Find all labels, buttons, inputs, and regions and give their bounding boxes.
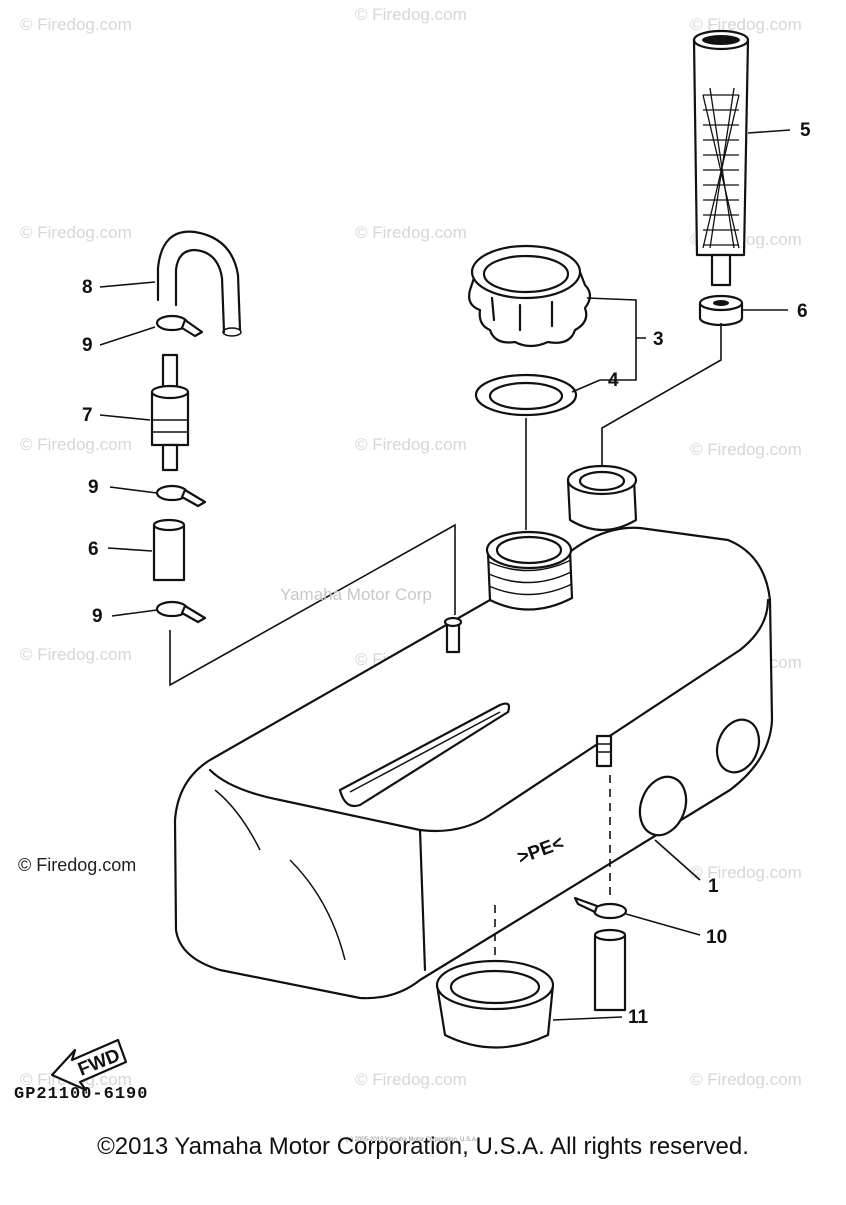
part-6-short-hose bbox=[152, 518, 186, 582]
part-7-fuel-filter bbox=[150, 353, 190, 472]
part-5-grommet bbox=[698, 294, 744, 327]
watermark: © Firedog.com bbox=[20, 645, 132, 664]
watermark: © Firedog.com bbox=[355, 1070, 467, 1089]
callout-label: 3 bbox=[653, 329, 664, 350]
tiny-credit: (c) 2005-2013 Yamaha Motor Corporation, … bbox=[346, 1137, 478, 1143]
watermark: © Firedog.com bbox=[690, 440, 802, 459]
callout-label: 7 bbox=[82, 405, 93, 426]
callout-label: 4 bbox=[608, 370, 619, 391]
part-11-ring bbox=[435, 959, 555, 1049]
callout-label: 10 bbox=[706, 927, 727, 948]
watermark: © Firedog.com bbox=[690, 863, 802, 882]
callout-label: 6 bbox=[797, 301, 808, 322]
left-credit: © Firedog.com bbox=[18, 855, 137, 875]
watermark: © Firedog.com bbox=[355, 435, 467, 454]
part-4-strainer bbox=[692, 29, 750, 287]
watermark: © Firedog.com bbox=[20, 435, 132, 454]
callout-label: 9 bbox=[82, 335, 93, 356]
watermark: © Firedog.com bbox=[690, 15, 802, 34]
part-9-clamp-middle bbox=[155, 484, 207, 508]
part-10-clamp bbox=[573, 896, 628, 920]
callout-label: 6 bbox=[88, 539, 99, 560]
part-8-hose bbox=[156, 230, 242, 337]
callout-label: 8 bbox=[82, 277, 93, 298]
copyright-notice: ©2013 Yamaha Motor Corporation, U.S.A. A… bbox=[97, 1133, 749, 1160]
hose-stub bbox=[593, 928, 627, 1012]
callout-label: 1 bbox=[708, 876, 719, 897]
callout-label: 9 bbox=[92, 606, 103, 627]
center-watermark: Yamaha Motor Corp bbox=[280, 585, 432, 604]
watermark: © Firedog.com bbox=[355, 223, 467, 242]
part-1-tank: >PE< bbox=[173, 464, 774, 1000]
part-3-gasket bbox=[474, 373, 578, 417]
assembly-lines bbox=[169, 323, 722, 958]
callout-label: 9 bbox=[88, 477, 99, 498]
part-2-tank-cap bbox=[468, 244, 592, 348]
diagram-code: GP21100-6190 bbox=[14, 1085, 149, 1104]
watermark: © Firedog.com bbox=[355, 5, 467, 24]
part-9-clamp-top bbox=[155, 314, 204, 338]
part-9-clamp-bottom bbox=[155, 600, 207, 624]
watermark: © Firedog.com bbox=[20, 223, 132, 242]
callout-label: 5 bbox=[800, 120, 811, 141]
callout-label: 11 bbox=[628, 1007, 649, 1028]
watermark: © Firedog.com bbox=[20, 15, 132, 34]
callouts: 5 6 3 4 8 9 7 9 6 9 1 10 11 bbox=[82, 120, 811, 1028]
watermark: © Firedog.com bbox=[690, 1070, 802, 1089]
